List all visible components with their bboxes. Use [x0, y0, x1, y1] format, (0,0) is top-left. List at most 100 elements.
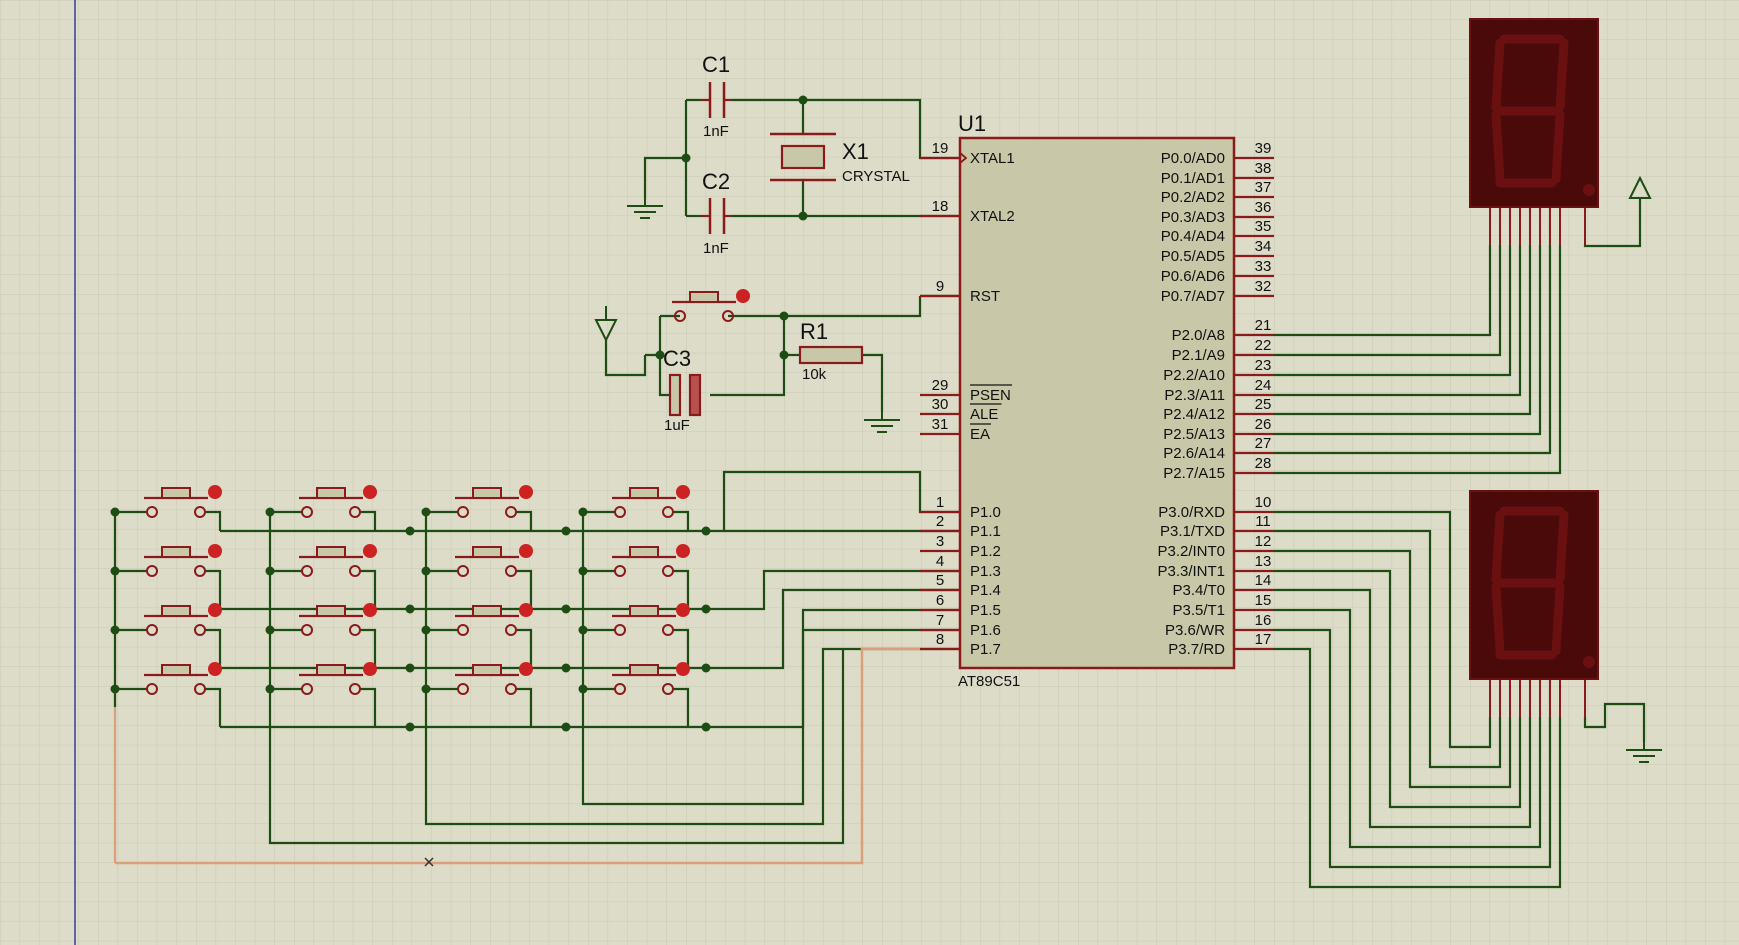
pin-name: ALE: [970, 406, 998, 423]
wire: [205, 510, 222, 531]
keypad-key-r1c3[interactable]: [455, 485, 533, 518]
switch-contact: [194, 506, 206, 518]
chip-body[interactable]: [958, 136, 1236, 670]
keypad-key-r2c3[interactable]: [455, 544, 533, 577]
switch-contact: [614, 506, 626, 518]
key-button[interactable]: [161, 605, 191, 617]
wire: [784, 296, 922, 318]
keypad-key-r3c3[interactable]: [455, 603, 533, 636]
keypad-key-r4c3[interactable]: [455, 662, 533, 695]
key-button[interactable]: [161, 487, 191, 499]
pin-number: 1: [936, 494, 944, 511]
pin-name: P0.3/AD3: [1161, 209, 1225, 226]
key-button[interactable]: [629, 664, 659, 676]
display-2-segments: [1491, 506, 1595, 668]
keypad-key-r3c4[interactable]: [612, 603, 690, 636]
keypad-key-r1c2[interactable]: [299, 485, 377, 518]
keypad-key-r4c4[interactable]: [612, 662, 690, 695]
switch-contact: [301, 624, 313, 636]
pin-number: 18: [932, 198, 949, 215]
resistor-r1[interactable]: [798, 345, 864, 365]
pin-number: 32: [1255, 278, 1272, 295]
pin-number: 28: [1255, 455, 1272, 472]
keypad-key-r4c2[interactable]: [299, 662, 377, 695]
switch-indicator-icon: [208, 662, 222, 676]
key-button[interactable]: [472, 664, 502, 676]
pin-name: EA: [970, 426, 990, 443]
pin-name: XTAL1: [970, 150, 1015, 167]
switch-contact: [457, 683, 469, 695]
pin-number: 6: [936, 592, 944, 609]
key-button[interactable]: [629, 605, 659, 617]
key-button[interactable]: [161, 664, 191, 676]
seven-segment-display-1[interactable]: [1469, 18, 1599, 208]
pin-name: P0.6/AD6: [1161, 268, 1225, 285]
segment-e: [1491, 110, 1505, 184]
display-1-segments: [1491, 34, 1595, 196]
junction-dot: [561, 526, 571, 536]
key-button[interactable]: [472, 487, 502, 499]
junction-dot: [405, 722, 415, 732]
key-button[interactable]: [629, 546, 659, 558]
key-button[interactable]: [316, 664, 346, 676]
keypad-key-r1c1[interactable]: [144, 485, 222, 518]
wire: [604, 340, 647, 377]
pin-name: P0.2/AD2: [1161, 189, 1225, 206]
junction-dot: [421, 625, 431, 635]
switch-contact: [349, 683, 361, 695]
segment-dp: [1583, 184, 1595, 196]
switch-contact: [146, 506, 158, 518]
junction-dot: [265, 684, 275, 694]
switch-indicator-icon: [208, 544, 222, 558]
switch-contact: [146, 624, 158, 636]
key-button[interactable]: [472, 605, 502, 617]
wire: [1274, 245, 1512, 377]
seven-segment-display-2[interactable]: [1469, 490, 1599, 680]
junction-dot: [701, 526, 711, 536]
wire: [268, 649, 845, 845]
wire: [360, 510, 377, 531]
keypad-key-r3c2[interactable]: [299, 603, 377, 636]
keypad-key-r2c4[interactable]: [612, 544, 690, 577]
key-button[interactable]: [316, 605, 346, 617]
switch-contact: [614, 565, 626, 577]
keypad-key-r3c1[interactable]: [144, 603, 222, 636]
crystal-body[interactable]: [780, 144, 826, 170]
keypad-key-r2c1[interactable]: [144, 544, 222, 577]
chip-part-label: AT89C51: [958, 673, 1020, 690]
switch-indicator-icon[interactable]: [736, 289, 750, 303]
key-button[interactable]: [472, 546, 502, 558]
pin-name: P1.5: [970, 602, 1001, 619]
switch-indicator-icon: [676, 662, 690, 676]
wire: [581, 628, 960, 806]
wire: [1583, 702, 1646, 742]
segment-f: [1491, 38, 1505, 112]
switch-indicator-icon: [519, 544, 533, 558]
c3-plate: [688, 373, 702, 417]
switch-contact: [301, 506, 313, 518]
keypad-key-r4c1[interactable]: [144, 662, 222, 695]
wire: [1274, 588, 1532, 829]
reset-button[interactable]: [689, 291, 719, 303]
keypad-key-r1c4[interactable]: [612, 485, 690, 518]
pin-name: P2.3/A11: [1164, 387, 1225, 404]
pin-number: 38: [1255, 160, 1272, 177]
key-button[interactable]: [629, 487, 659, 499]
wire: [516, 569, 533, 609]
key-button[interactable]: [161, 546, 191, 558]
junction-dot: [110, 507, 120, 517]
keypad-key-r2c2[interactable]: [299, 544, 377, 577]
microcontroller-u1[interactable]: U1 AT89C51 19XTAL118XTAL29RST29PSEN30ALE…: [920, 111, 1274, 690]
key-button[interactable]: [316, 546, 346, 558]
segment-f: [1491, 510, 1505, 584]
pin-number: 13: [1255, 553, 1272, 570]
wire: [205, 628, 222, 668]
junction-dot: [265, 566, 275, 576]
switch-contact: [614, 624, 626, 636]
wire: [1274, 647, 1562, 889]
key-button[interactable]: [316, 487, 346, 499]
pin-name: P1.1: [970, 523, 1001, 540]
switch-contact: [301, 565, 313, 577]
switch-contact: [146, 683, 158, 695]
